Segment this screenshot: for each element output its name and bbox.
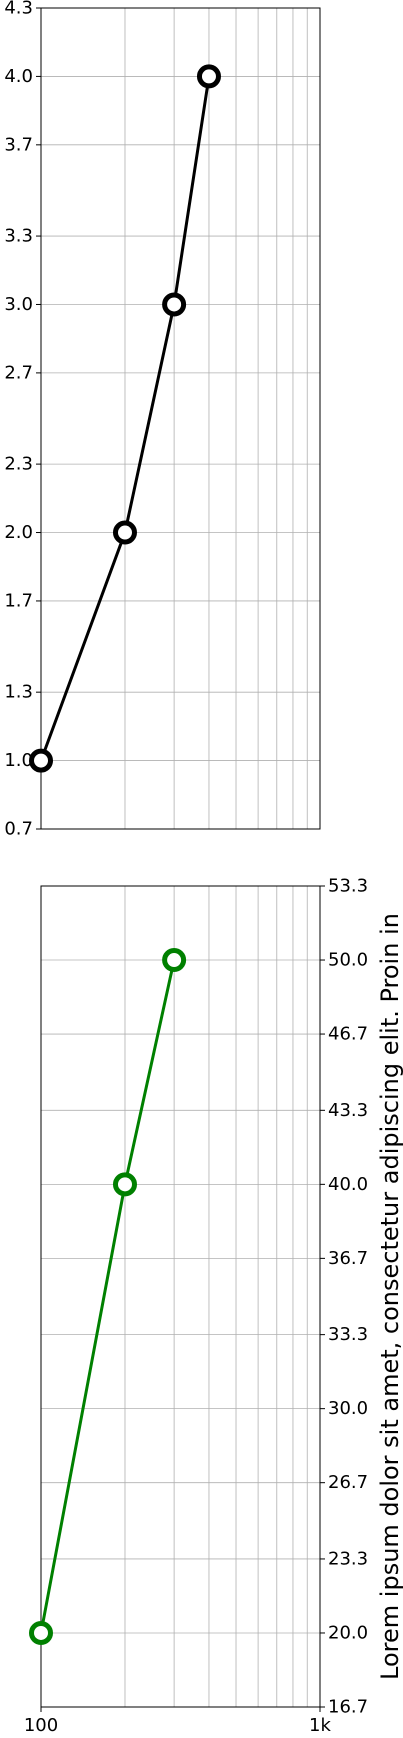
y-tick-label: 1.7	[4, 590, 33, 611]
data-point	[29, 748, 53, 773]
plot-frame	[40, 7, 321, 830]
bottom-panel-y-axis-label: Lorem ipsum dolor sit amet, consectetur …	[376, 913, 403, 1680]
bottom-panel: 16.7 20.0 23.3 26.7 30.0 33.3 36.7 40.0 43.3 46.7…	[24, 876, 368, 1737]
data-point	[162, 292, 187, 317]
y-tick-label: 46.7	[328, 1024, 368, 1045]
y-tick-label: 3.3	[4, 226, 33, 247]
y-tick-label: 50.0	[328, 950, 368, 971]
x-tick-label: 100	[24, 1715, 58, 1736]
y-tick-label: 23.3	[328, 1548, 368, 1569]
data-point	[162, 948, 187, 973]
data-point	[196, 64, 221, 89]
y-tick-label: 2.0	[4, 522, 33, 543]
series-line	[39, 76, 211, 762]
data-point	[112, 1172, 137, 1197]
data-point	[112, 520, 137, 545]
y-tick-label: 40.0	[328, 1174, 368, 1195]
y-tick-label: 3.7	[4, 134, 33, 155]
data-point	[29, 1620, 53, 1645]
y-tick-label: 3.0	[4, 294, 33, 315]
y-tick-label: 20.0	[328, 1622, 368, 1643]
y-tick-label: 16.7	[328, 1697, 368, 1718]
y-tick-label: 1.3	[4, 682, 33, 703]
y-tick-label: 1.0	[4, 750, 33, 771]
y-tick-label: 4.3	[4, 0, 33, 19]
plot-frame	[40, 885, 321, 1708]
y-tick-label: 2.3	[4, 454, 33, 475]
top-panel: 0.7 1.0 1.3 1.7 2.0 2.3 2.7 3.0 3.3 3.7 4.0 4.3	[4, 0, 321, 840]
x-tick-label: 1k	[309, 1715, 331, 1736]
y-tick-label: 33.3	[328, 1324, 368, 1345]
y-tick-label: 26.7	[328, 1472, 368, 1493]
y-tick-label: 43.3	[328, 1100, 368, 1121]
y-tick-label: 53.3	[328, 876, 368, 897]
y-tick-label: 36.7	[328, 1248, 368, 1269]
y-tick-label: 30.0	[328, 1398, 368, 1419]
y-tick-label: 0.7	[4, 819, 33, 840]
y-tick-label: 4.0	[4, 66, 33, 87]
y-tick-label: 2.7	[4, 362, 33, 383]
